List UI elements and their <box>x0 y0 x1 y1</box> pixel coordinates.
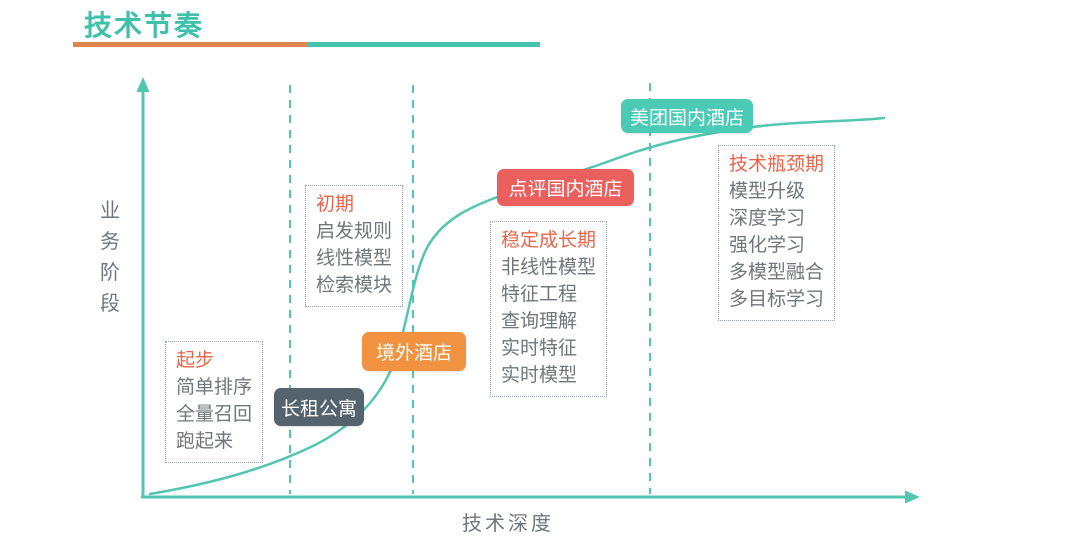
page-title: 技术节奏 <box>84 10 205 41</box>
title-underline-teal <box>307 42 540 47</box>
stage-item: 线性模型 <box>316 248 393 269</box>
stage-title: 技术瓶颈期 <box>729 154 825 175</box>
stage-item: 多模型融合 <box>729 262 825 283</box>
milestone-badge-dianpingguoneijiudian: 点评国内酒店 <box>497 169 634 206</box>
milestone-badge-meituanguoneijiudian: 美团国内酒店 <box>621 99 753 133</box>
milestone-badge-jingwaijiudian: 境外酒店 <box>362 332 466 371</box>
stage-title: 起步 <box>176 350 215 371</box>
stage-box-chuqi: 初期 启发规则 线性模型 检索模块 <box>305 185 404 307</box>
y-axis-arrow-icon <box>136 77 150 92</box>
stage-title: 稳定成长期 <box>501 230 597 251</box>
stage-item: 启发规则 <box>316 221 393 242</box>
y-axis-label: 业务阶段 <box>100 200 120 315</box>
stage-box-pingjing: 技术瓶颈期 模型升级 深度学习 强化学习 多模型融合 多目标学习 <box>718 145 836 321</box>
stage-box-wending: 稳定成长期 非线性模型 特征工程 查询理解 实时特征 实时模型 <box>490 221 608 397</box>
stage-item: 强化学习 <box>729 235 806 256</box>
stage-item: 检索模块 <box>316 275 393 296</box>
title-underline-orange <box>73 42 307 47</box>
stage-box-qibu: 起步 简单排序 全量召回 跑起来 <box>165 341 264 463</box>
stage-item: 多目标学习 <box>729 289 825 310</box>
stage-item: 特征工程 <box>501 284 578 305</box>
stage-item: 简单排序 <box>176 377 253 398</box>
stage-item: 查询理解 <box>501 311 578 332</box>
stage-item: 实时模型 <box>501 365 578 386</box>
x-axis-arrow-icon <box>905 490 920 504</box>
stage-item: 深度学习 <box>729 208 806 229</box>
stage-item: 非线性模型 <box>501 257 597 278</box>
milestone-badge-changzugongyu: 长租公寓 <box>274 388 364 426</box>
x-axis-label: 技术深度 <box>462 513 554 535</box>
stage-title: 初期 <box>316 194 355 215</box>
stage-item: 模型升级 <box>729 181 806 202</box>
stage-item: 实时特征 <box>501 338 578 359</box>
stage-item: 全量召回 <box>176 404 253 425</box>
stage-item: 跑起来 <box>176 431 234 452</box>
